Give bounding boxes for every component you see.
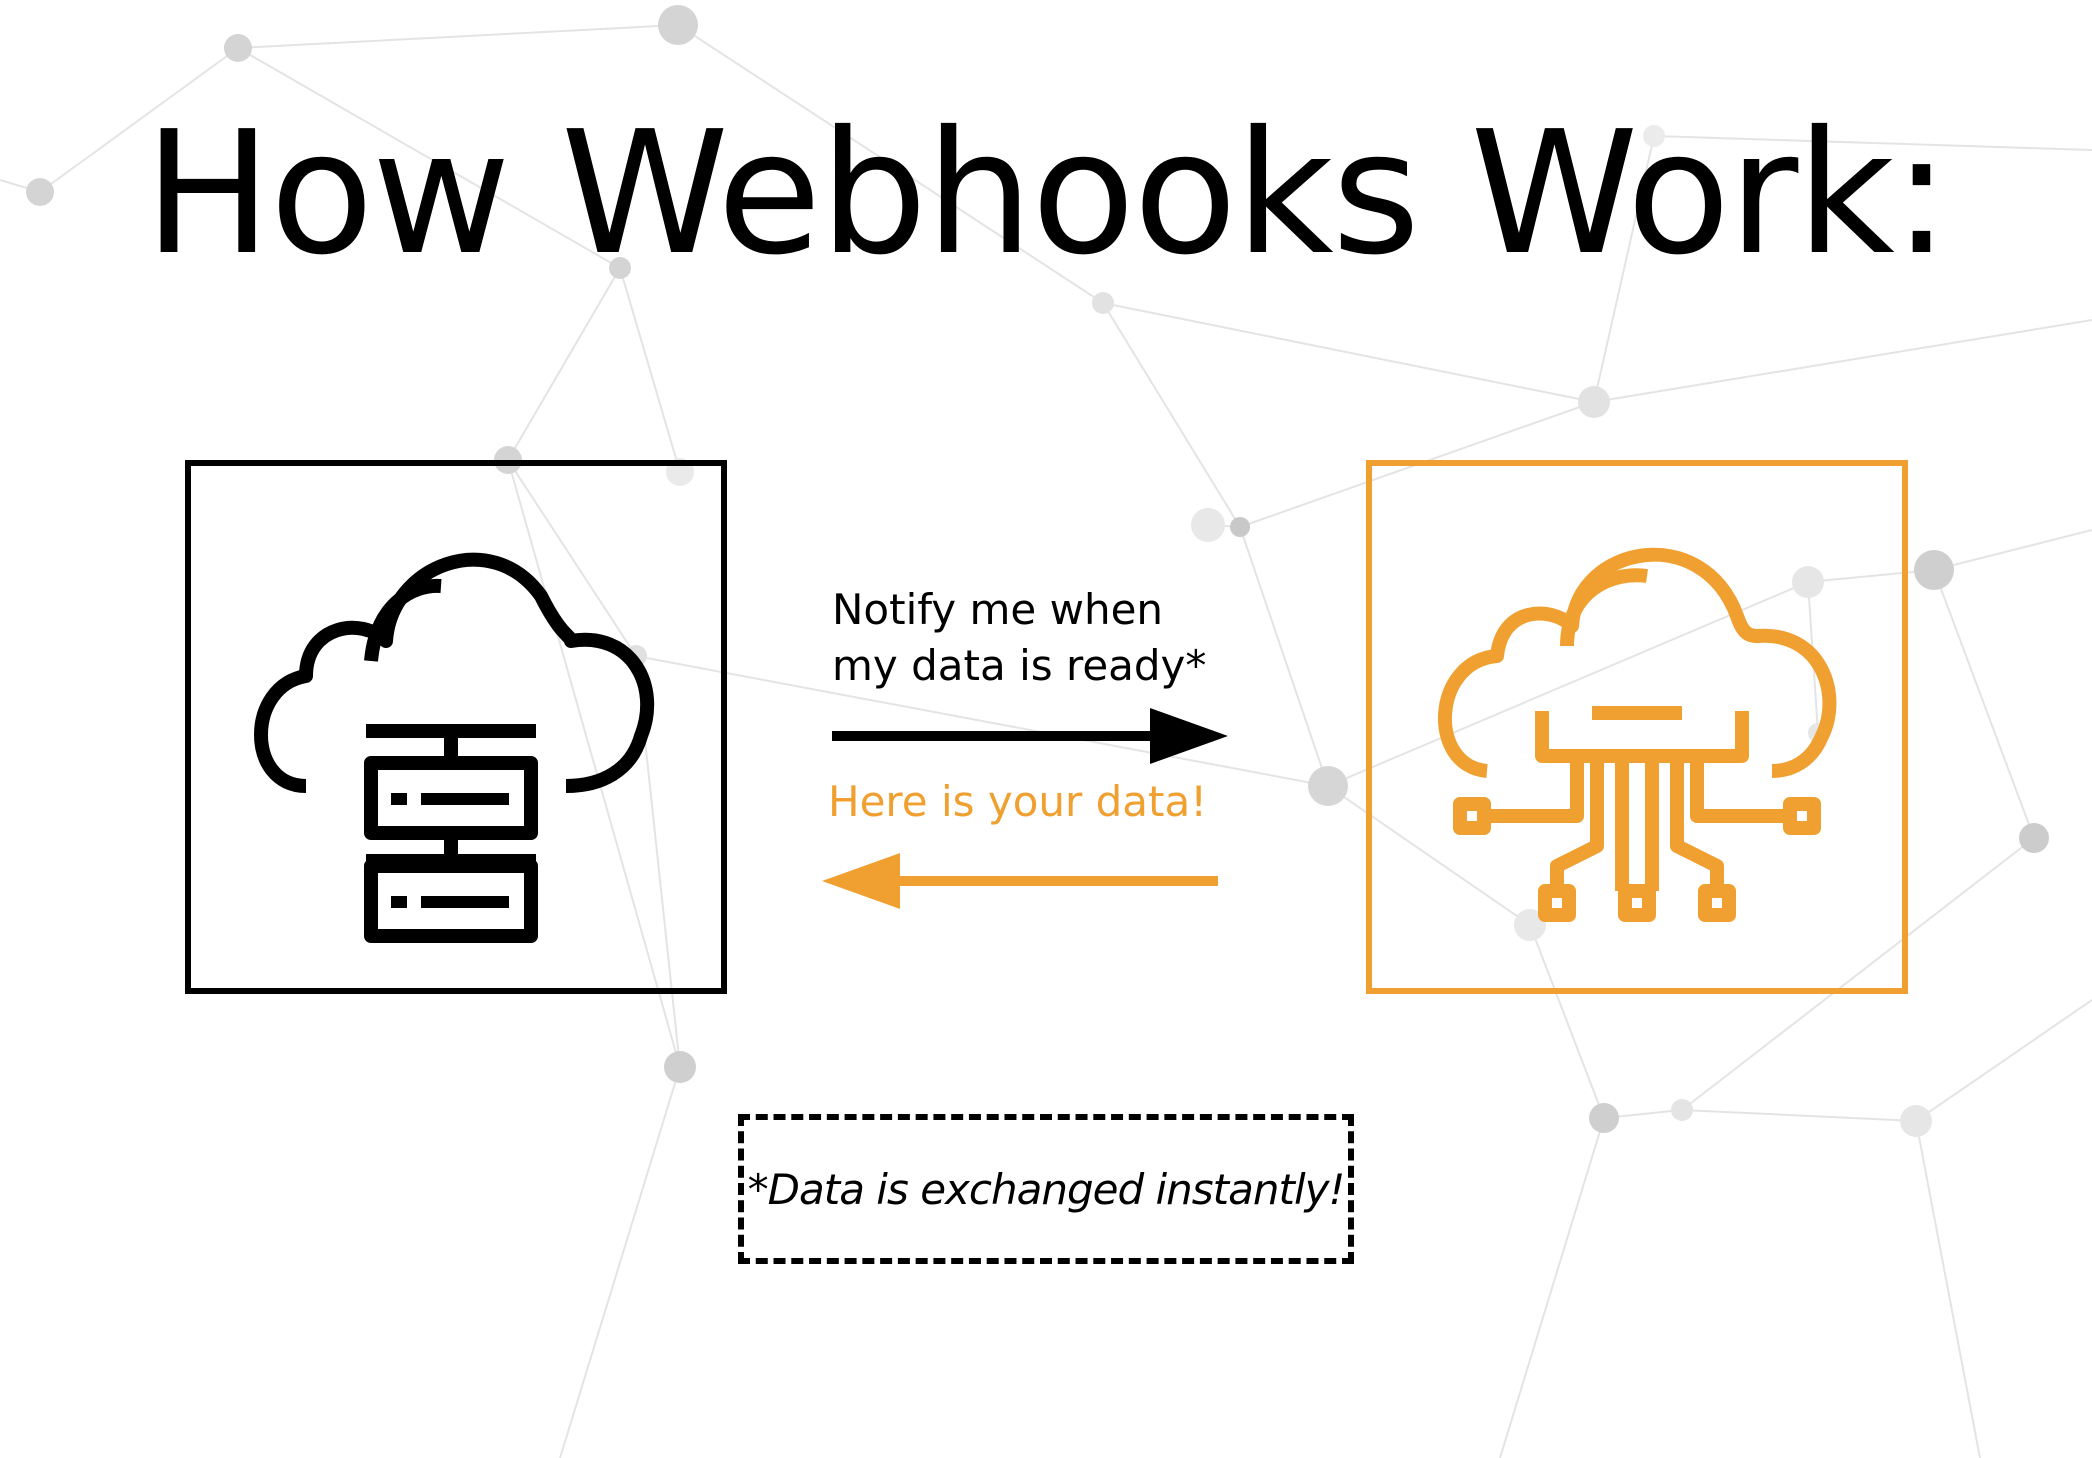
note-box: *Data is exchanged instantly! (738, 1114, 1354, 1264)
request-line-1: Notify me when (832, 585, 1164, 634)
request-message: Notify me when my data is ready* (832, 582, 1206, 694)
note-text: *Data is exchanged instantly! (747, 1164, 1346, 1214)
cloud-network-icon (1438, 547, 1837, 922)
cloud-server-icon (254, 552, 655, 943)
response-arrow (822, 853, 1218, 909)
request-arrow (832, 708, 1228, 764)
exchange-arrows (822, 708, 1228, 909)
server-box (1366, 460, 1908, 994)
client-box (185, 460, 727, 994)
response-message: Here is your data! (828, 777, 1208, 826)
request-line-2: my data is ready* (832, 641, 1207, 690)
page-title: How Webhooks Work: (143, 95, 1950, 293)
